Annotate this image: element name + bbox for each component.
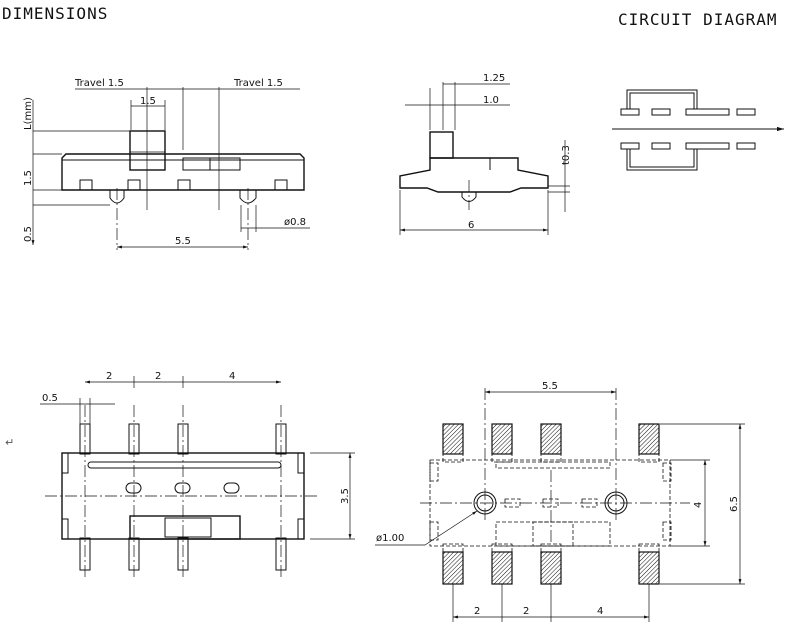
- pin-offset-label: 0.5: [23, 226, 34, 242]
- pad-bottom-4: [638, 551, 660, 585]
- side-knob: [129, 130, 166, 171]
- thickness-label: t0.3: [561, 145, 572, 165]
- overall-width-label: 6: [468, 220, 474, 231]
- end-knob: [429, 131, 454, 159]
- height-unit-label: L(mm): [23, 97, 34, 130]
- top-pitch-3-label: 4: [229, 371, 235, 382]
- pad-top-4: [638, 423, 660, 455]
- pad-bottom-2: [491, 551, 513, 585]
- pad-span-outer-label: 6.5: [729, 496, 740, 512]
- end-body: [399, 157, 549, 193]
- circuit-diagram-heading: CIRCUIT DIAGRAM: [618, 10, 778, 29]
- side-view: Travel 1.5 Travel 1.5 1.5 L(mm) 1.5 0.5 …: [23, 78, 310, 250]
- pcb-layout: 5.5 ø1.00 4 6.5 2 2 4: [375, 381, 745, 622]
- pad-bottom-3: [540, 551, 562, 585]
- pcb-pitch-3-label: 4: [597, 606, 603, 617]
- end-view: 1.25 1.0 t0.3 6: [399, 73, 572, 235]
- lower-contact-bridge: [626, 149, 698, 171]
- pcb-pitch-1-label: 2: [474, 606, 480, 617]
- pcb-pitch-2-label: 2: [523, 606, 529, 617]
- hole-pitch-label: 5.5: [542, 381, 558, 392]
- top-pitch-2-label: 2: [155, 371, 161, 382]
- body-width-label: 3.5: [340, 488, 351, 504]
- pad-bottom-1: [442, 551, 464, 585]
- travel-left-label: Travel 1.5: [74, 78, 124, 89]
- top-pitch-1-label: 2: [106, 371, 112, 382]
- knob-width-label: 1.5: [140, 96, 156, 107]
- top-slider: [129, 515, 241, 540]
- end-dim-top-label: 1.25: [483, 73, 505, 84]
- dimensions-heading: DIMENSIONS: [2, 4, 109, 23]
- pad-top-2: [491, 423, 513, 455]
- travel-right-label: Travel 1.5: [233, 78, 283, 89]
- pin-width-label: 0.5: [42, 393, 58, 404]
- circuit-diagram: [612, 89, 784, 171]
- pad-top-1: [442, 423, 464, 455]
- pin-dia-label: ø0.8: [284, 217, 306, 228]
- pad-span-inner-label: 4: [693, 502, 704, 508]
- upper-contact-bridge: [626, 89, 698, 109]
- pin-pitch-label: 5.5: [175, 236, 191, 247]
- top-view: 2 2 4 0.5 3.5: [40, 371, 355, 580]
- return-glyph: ↵: [5, 436, 15, 449]
- hole-dia-label: ø1.00: [376, 533, 404, 544]
- body-height-label: 1.5: [23, 170, 34, 186]
- end-dim-knob-label: 1.0: [483, 95, 499, 106]
- pad-top-3: [540, 423, 562, 455]
